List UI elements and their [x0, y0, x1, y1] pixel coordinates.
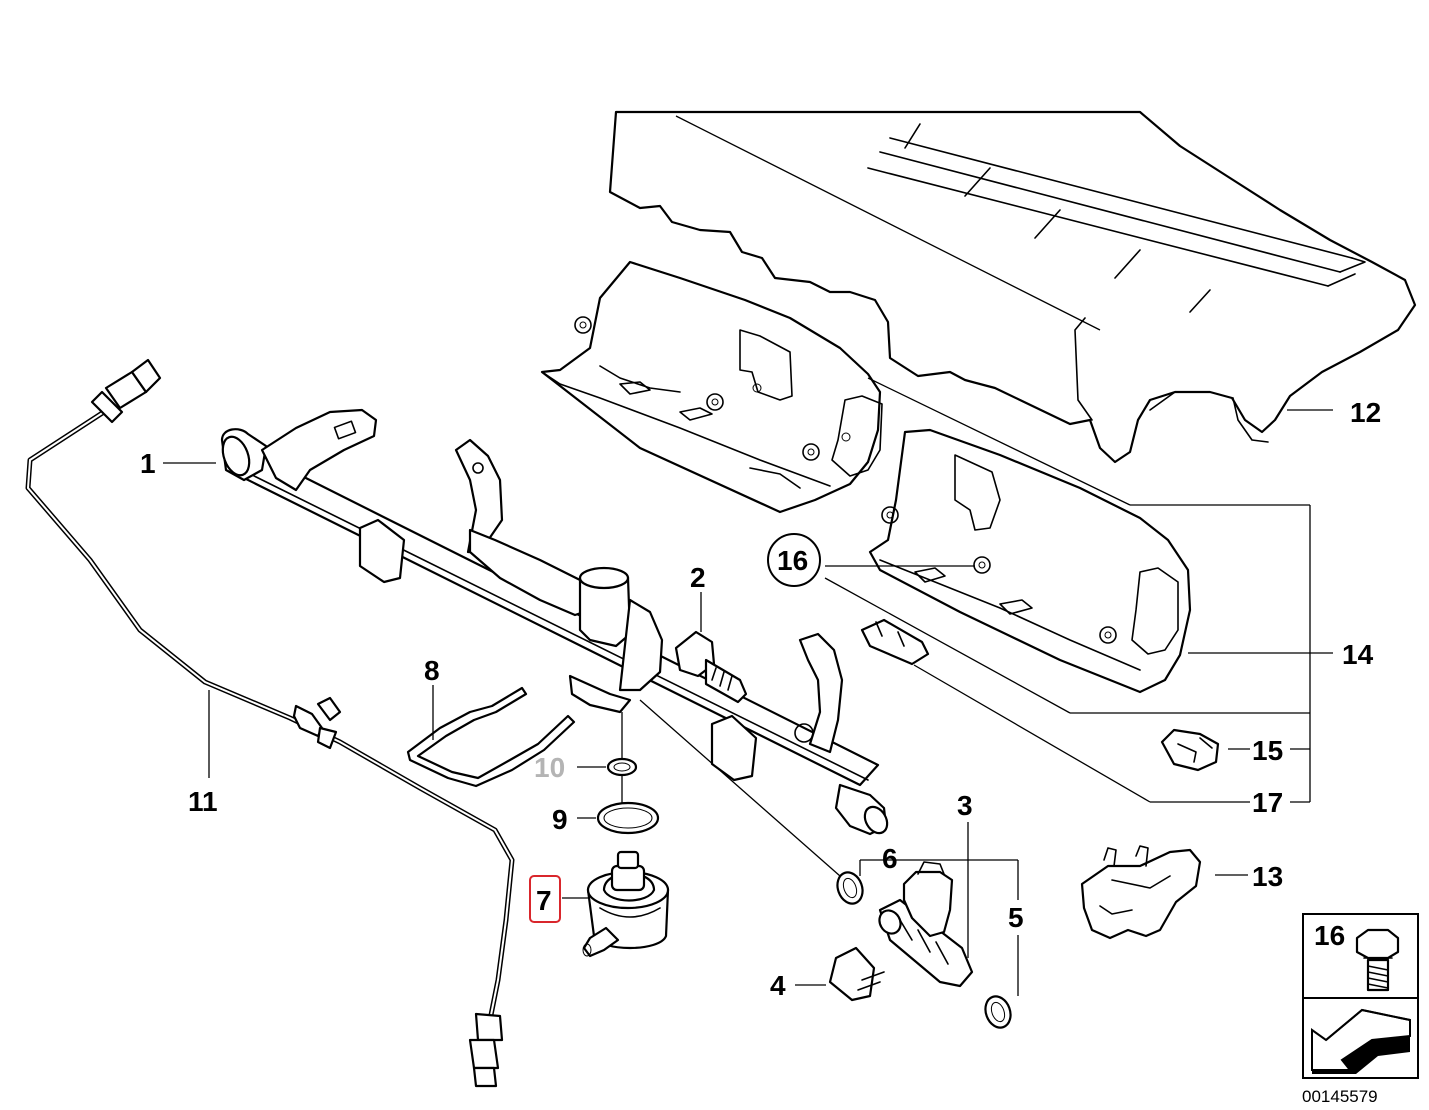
- callout-14[interactable]: 14: [1342, 639, 1374, 670]
- part-2-bolt[interactable]: [674, 630, 748, 704]
- callout-10[interactable]: 10: [534, 752, 565, 783]
- part-7-pressure-regulator[interactable]: [582, 850, 670, 958]
- part-14-coil-cover-lower[interactable]: [868, 428, 1192, 694]
- part-10-o-ring-small[interactable]: [606, 757, 638, 777]
- part-6-injector-seal[interactable]: [833, 869, 866, 907]
- callout-15[interactable]: 15: [1252, 735, 1283, 766]
- callout-8[interactable]: 8: [424, 655, 440, 686]
- callout-5[interactable]: 5: [1008, 902, 1024, 933]
- part-15-clip[interactable]: [1160, 728, 1220, 772]
- legend-box: 16: [1302, 913, 1419, 1079]
- part-5-injector-seal[interactable]: [981, 993, 1014, 1031]
- part-4-clip[interactable]: [828, 946, 885, 1002]
- callout-7[interactable]: 7: [536, 885, 552, 916]
- legend-bolt-number: 16: [1314, 920, 1345, 951]
- part-11-sensor-lead[interactable]: [25, 358, 515, 1088]
- callout-12[interactable]: 12: [1350, 397, 1381, 428]
- callout-7-highlight: [529, 875, 561, 923]
- direction-arrow-icon: [1311, 1008, 1411, 1074]
- callout-1[interactable]: 1: [140, 448, 156, 479]
- part-9-o-ring-large[interactable]: [596, 801, 660, 835]
- part-1-fuel-rail[interactable]: [218, 408, 892, 837]
- part-8-wire-bracket[interactable]: [406, 686, 576, 788]
- leader-lines: [163, 115, 1333, 996]
- callout-2[interactable]: 2: [690, 562, 706, 593]
- callout-11[interactable]: 11: [188, 786, 218, 817]
- part-12-engine-cover[interactable]: [608, 110, 1417, 464]
- part-3-fuel-injector[interactable]: [875, 861, 974, 988]
- callout-9[interactable]: 9: [552, 804, 568, 835]
- part-13-holder[interactable]: [1080, 845, 1202, 940]
- diagram-reference-number: 00145579: [1302, 1087, 1378, 1106]
- bolt-icon: [1355, 928, 1400, 992]
- callout-3[interactable]: 3: [957, 790, 973, 821]
- callout-6[interactable]: 6: [882, 843, 898, 874]
- callout-16-circle[interactable]: 16: [767, 533, 821, 587]
- callout-16: 16: [777, 545, 808, 576]
- callout-labels: 1 2 3 4 5 6 7 8 9 10 11 12 13 14 15 16 1…: [140, 397, 1381, 1001]
- part-17-clip[interactable]: [860, 618, 930, 666]
- callout-17[interactable]: 17: [1252, 787, 1283, 818]
- part-14-coil-cover-upper[interactable]: [540, 260, 883, 514]
- callout-13[interactable]: 13: [1252, 861, 1283, 892]
- callout-4[interactable]: 4: [770, 970, 786, 1001]
